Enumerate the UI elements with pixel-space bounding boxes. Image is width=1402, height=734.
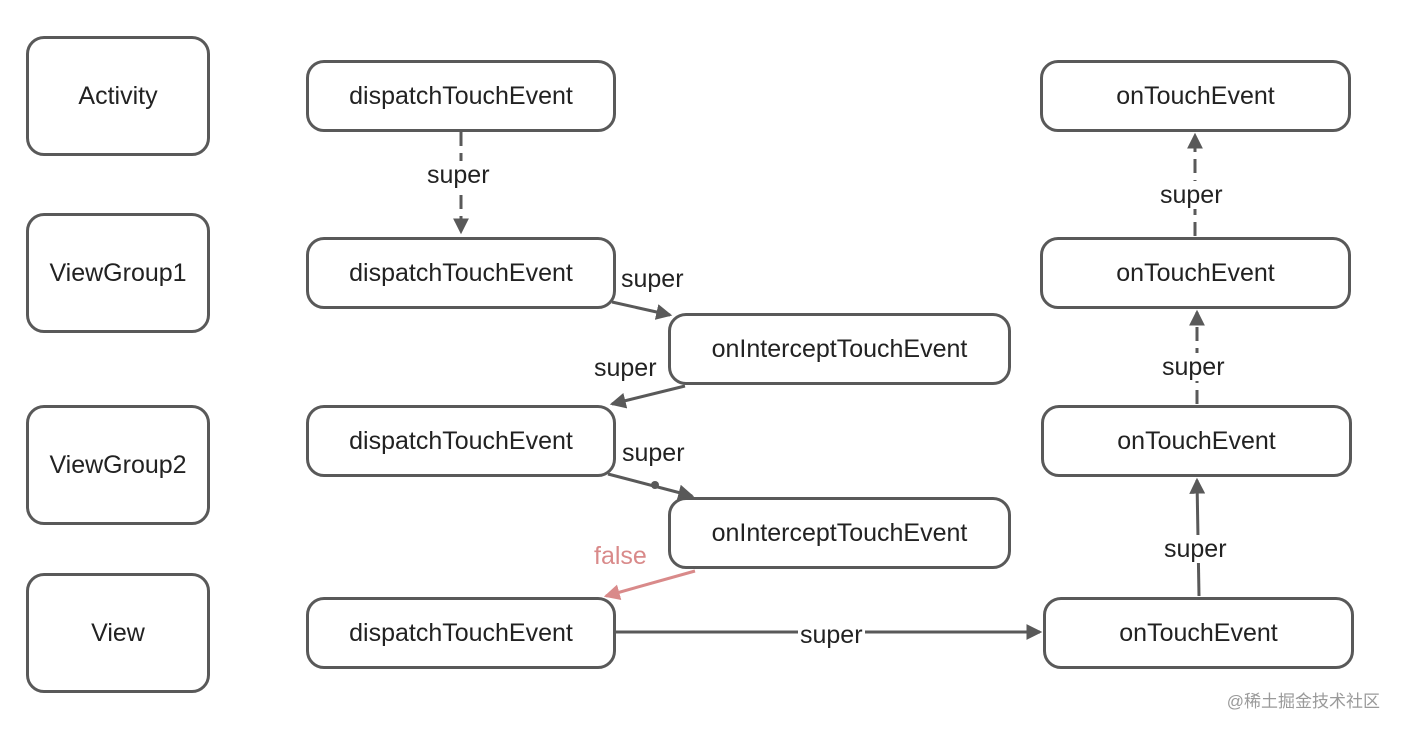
node-intercept-vg2: onInterceptTouchEvent <box>668 497 1011 569</box>
node-ontouch-vg1: onTouchEvent <box>1040 237 1351 309</box>
edge-label-vg2-dispatch-to-intercept: super <box>622 439 685 467</box>
edge-vg1-intercept-to-vg2 <box>609 384 686 409</box>
layer-view: View <box>26 573 210 693</box>
edge-label-vg1-dispatch-to-intercept: super <box>621 265 684 293</box>
edge-label-vg1-intercept-to-vg2: super <box>594 354 657 382</box>
edge-label-vg1-to-activity-ontouch: super <box>1158 181 1225 209</box>
layer-viewgroup1: ViewGroup1 <box>26 213 210 333</box>
edge-junction-dot <box>651 481 659 489</box>
node-intercept-vg1: onInterceptTouchEvent <box>668 313 1011 385</box>
layer-viewgroup2: ViewGroup2 <box>26 405 210 525</box>
node-dispatch-vg1: dispatchTouchEvent <box>306 237 616 309</box>
node-ontouch-activity: onTouchEvent <box>1040 60 1351 132</box>
edge-vg2-intercept-to-view <box>603 569 696 600</box>
node-dispatch-view: dispatchTouchEvent <box>306 597 616 669</box>
edge-label-view-to-vg2-ontouch: super <box>1162 535 1229 563</box>
node-ontouch-view: onTouchEvent <box>1043 597 1354 669</box>
node-dispatch-activity: dispatchTouchEvent <box>306 60 616 132</box>
edge-label-vg2-to-vg1-ontouch: super <box>1160 353 1227 381</box>
watermark: @稀土掘金技术社区 <box>1226 692 1380 711</box>
layer-activity: Activity <box>26 36 210 156</box>
edge-label-vg2-intercept-to-view: false <box>594 542 647 570</box>
edge-vg1-dispatch-to-intercept <box>611 300 673 320</box>
edge-vg2-dispatch-to-intercept <box>607 472 695 501</box>
edge-label-view-dispatch-to-ontouch: super <box>798 621 865 649</box>
node-dispatch-vg2: dispatchTouchEvent <box>306 405 616 477</box>
node-ontouch-vg2: onTouchEvent <box>1041 405 1352 477</box>
edge-label-activity-to-vg1: super <box>425 161 492 189</box>
